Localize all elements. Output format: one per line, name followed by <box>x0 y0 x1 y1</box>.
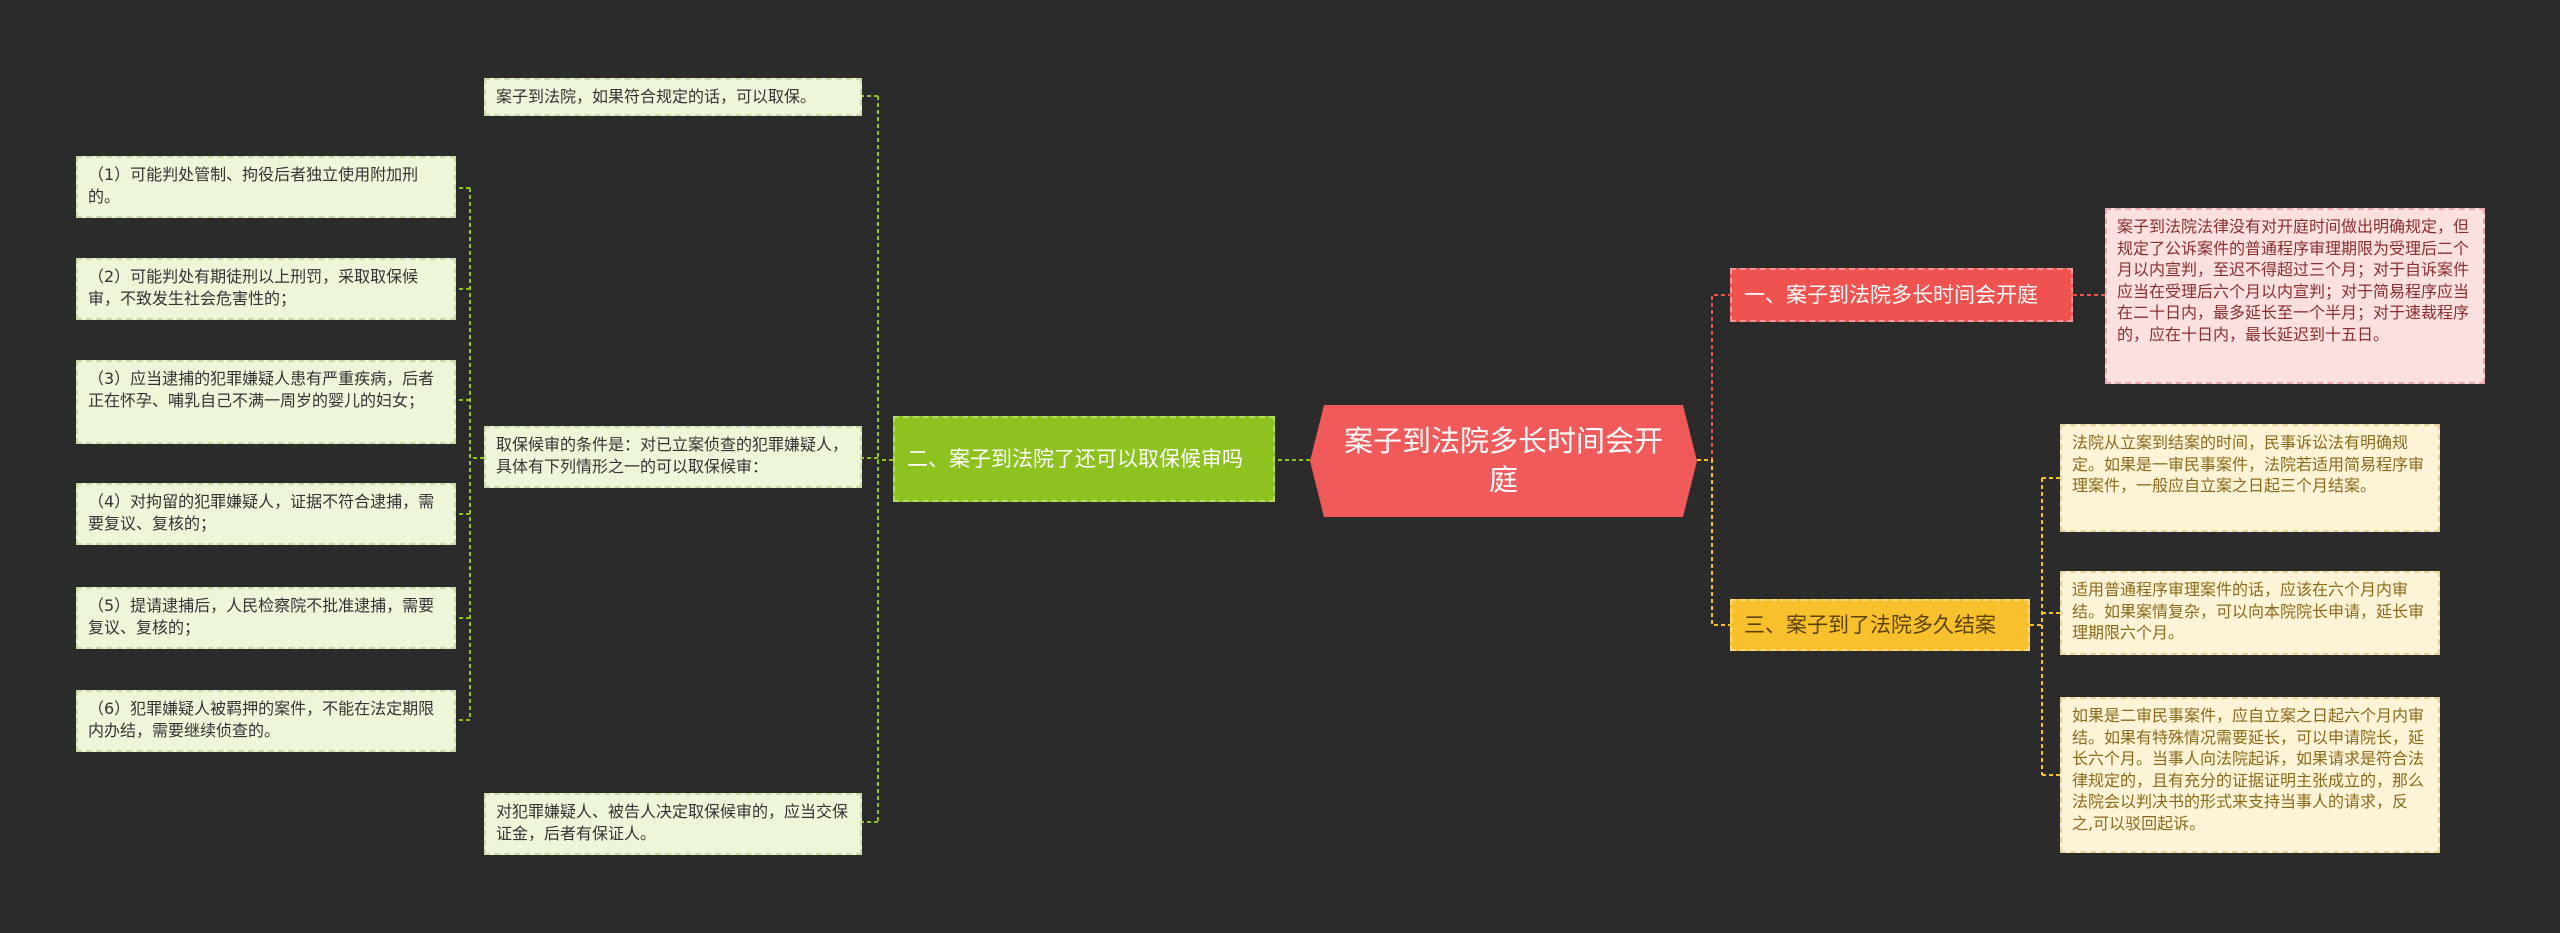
condition-item-1-text: （1）可能判处管制、拘役后者独立使用附加刑的。 <box>88 165 419 206</box>
condition-item-5-text: （5）提请逮捕后，人民检察院不批准逮捕，需要复议、复核的； <box>88 596 435 637</box>
branch-3[interactable]: 三、案子到了法院多久结案 <box>1730 599 2030 651</box>
edge-b3-leaves <box>2030 477 2060 776</box>
condition-item-3[interactable]: （3）应当逮捕的犯罪嫌疑人患有严重疾病，后者正在怀孕、哺乳自己不满一周岁的婴儿的… <box>76 360 456 444</box>
branch-2-leaf-bottom[interactable]: 对犯罪嫌疑人、被告人决定取保候审的，应当交保证金，后者有保证人。 <box>484 793 862 855</box>
edge-b2-leaves <box>862 95 893 823</box>
branch-1-label: 一、案子到法院多长时间会开庭 <box>1744 282 2038 307</box>
branch-1[interactable]: 一、案子到法院多长时间会开庭 <box>1730 268 2073 322</box>
edge-center-b3 <box>1697 459 1730 626</box>
branch-3-leaf-2[interactable]: 适用普通程序审理案件的话，应该在六个月内审结。如果案情复杂，可以向本院院长申请，… <box>2060 571 2440 655</box>
central-topic[interactable]: 案子到法院多长时间会开庭 <box>1310 405 1697 517</box>
branch-3-leaf-1-text: 法院从立案到结案的时间，民事诉讼法有明确规定。如果是一审民事案件，法院若适用简易… <box>2072 433 2425 496</box>
condition-item-2[interactable]: （2）可能判处有期徒刑以上刑罚，采取取保候审，不致发生社会危害性的； <box>76 258 456 320</box>
branch-1-leaf[interactable]: 案子到法院法律没有对开庭时间做出明确规定，但规定了公诉案件的普通程序审理期限为受… <box>2105 208 2485 384</box>
branch-2-leaf-mid[interactable]: 取保候审的条件是：对已立案侦查的犯罪嫌疑人，具体有下列情形之一的可以取保候审： <box>484 426 862 488</box>
branch-2-leaf-top-text: 案子到法院，如果符合规定的话，可以取保。 <box>496 87 817 106</box>
branch-3-leaf-2-text: 适用普通程序审理案件的话，应该在六个月内审结。如果案情复杂，可以向本院院长申请，… <box>2072 580 2425 643</box>
condition-item-5[interactable]: （5）提请逮捕后，人民检察院不批准逮捕，需要复议、复核的； <box>76 587 456 649</box>
branch-2-leaf-top[interactable]: 案子到法院，如果符合规定的话，可以取保。 <box>484 78 862 116</box>
edge-b2-sub <box>456 187 484 721</box>
central-topic-label: 案子到法院多长时间会开庭 <box>1343 423 1663 497</box>
branch-2-leaf-mid-text: 取保候审的条件是：对已立案侦查的犯罪嫌疑人，具体有下列情形之一的可以取保候审： <box>496 435 849 476</box>
condition-item-4[interactable]: （4）对拘留的犯罪嫌疑人，证据不符合逮捕，需要复议、复核的； <box>76 483 456 545</box>
condition-item-6[interactable]: （6）犯罪嫌疑人被羁押的案件，不能在法定期限内办结，需要继续侦查的。 <box>76 690 456 752</box>
branch-1-leaf-text: 案子到法院法律没有对开庭时间做出明确规定，但规定了公诉案件的普通程序审理期限为受… <box>2117 217 2470 344</box>
branch-3-label: 三、案子到了法院多久结案 <box>1744 612 1996 637</box>
branch-3-leaf-3[interactable]: 如果是二审民事案件，应自立案之日起六个月内审结。如果有特殊情况需要延长，可以申请… <box>2060 697 2440 853</box>
branch-2-leaf-bottom-text: 对犯罪嫌疑人、被告人决定取保候审的，应当交保证金，后者有保证人。 <box>496 802 849 843</box>
condition-item-1[interactable]: （1）可能判处管制、拘役后者独立使用附加刑的。 <box>76 156 456 218</box>
condition-item-4-text: （4）对拘留的犯罪嫌疑人，证据不符合逮捕，需要复议、复核的； <box>88 492 435 533</box>
branch-3-leaf-3-text: 如果是二审民事案件，应自立案之日起六个月内审结。如果有特殊情况需要延长，可以申请… <box>2072 706 2425 833</box>
branch-2-label: 二、案子到法院了还可以取保候审吗 <box>907 446 1243 471</box>
branch-2[interactable]: 二、案子到法院了还可以取保候审吗 <box>893 416 1275 502</box>
edge-center-b1 <box>1697 294 1730 461</box>
condition-item-6-text: （6）犯罪嫌疑人被羁押的案件，不能在法定期限内办结，需要继续侦查的。 <box>88 699 435 740</box>
condition-item-2-text: （2）可能判处有期徒刑以上刑罚，采取取保候审，不致发生社会危害性的； <box>88 267 419 308</box>
branch-3-leaf-1[interactable]: 法院从立案到结案的时间，民事诉讼法有明确规定。如果是一审民事案件，法院若适用简易… <box>2060 424 2440 532</box>
condition-item-3-text: （3）应当逮捕的犯罪嫌疑人患有严重疾病，后者正在怀孕、哺乳自己不满一周岁的婴儿的… <box>88 369 435 410</box>
